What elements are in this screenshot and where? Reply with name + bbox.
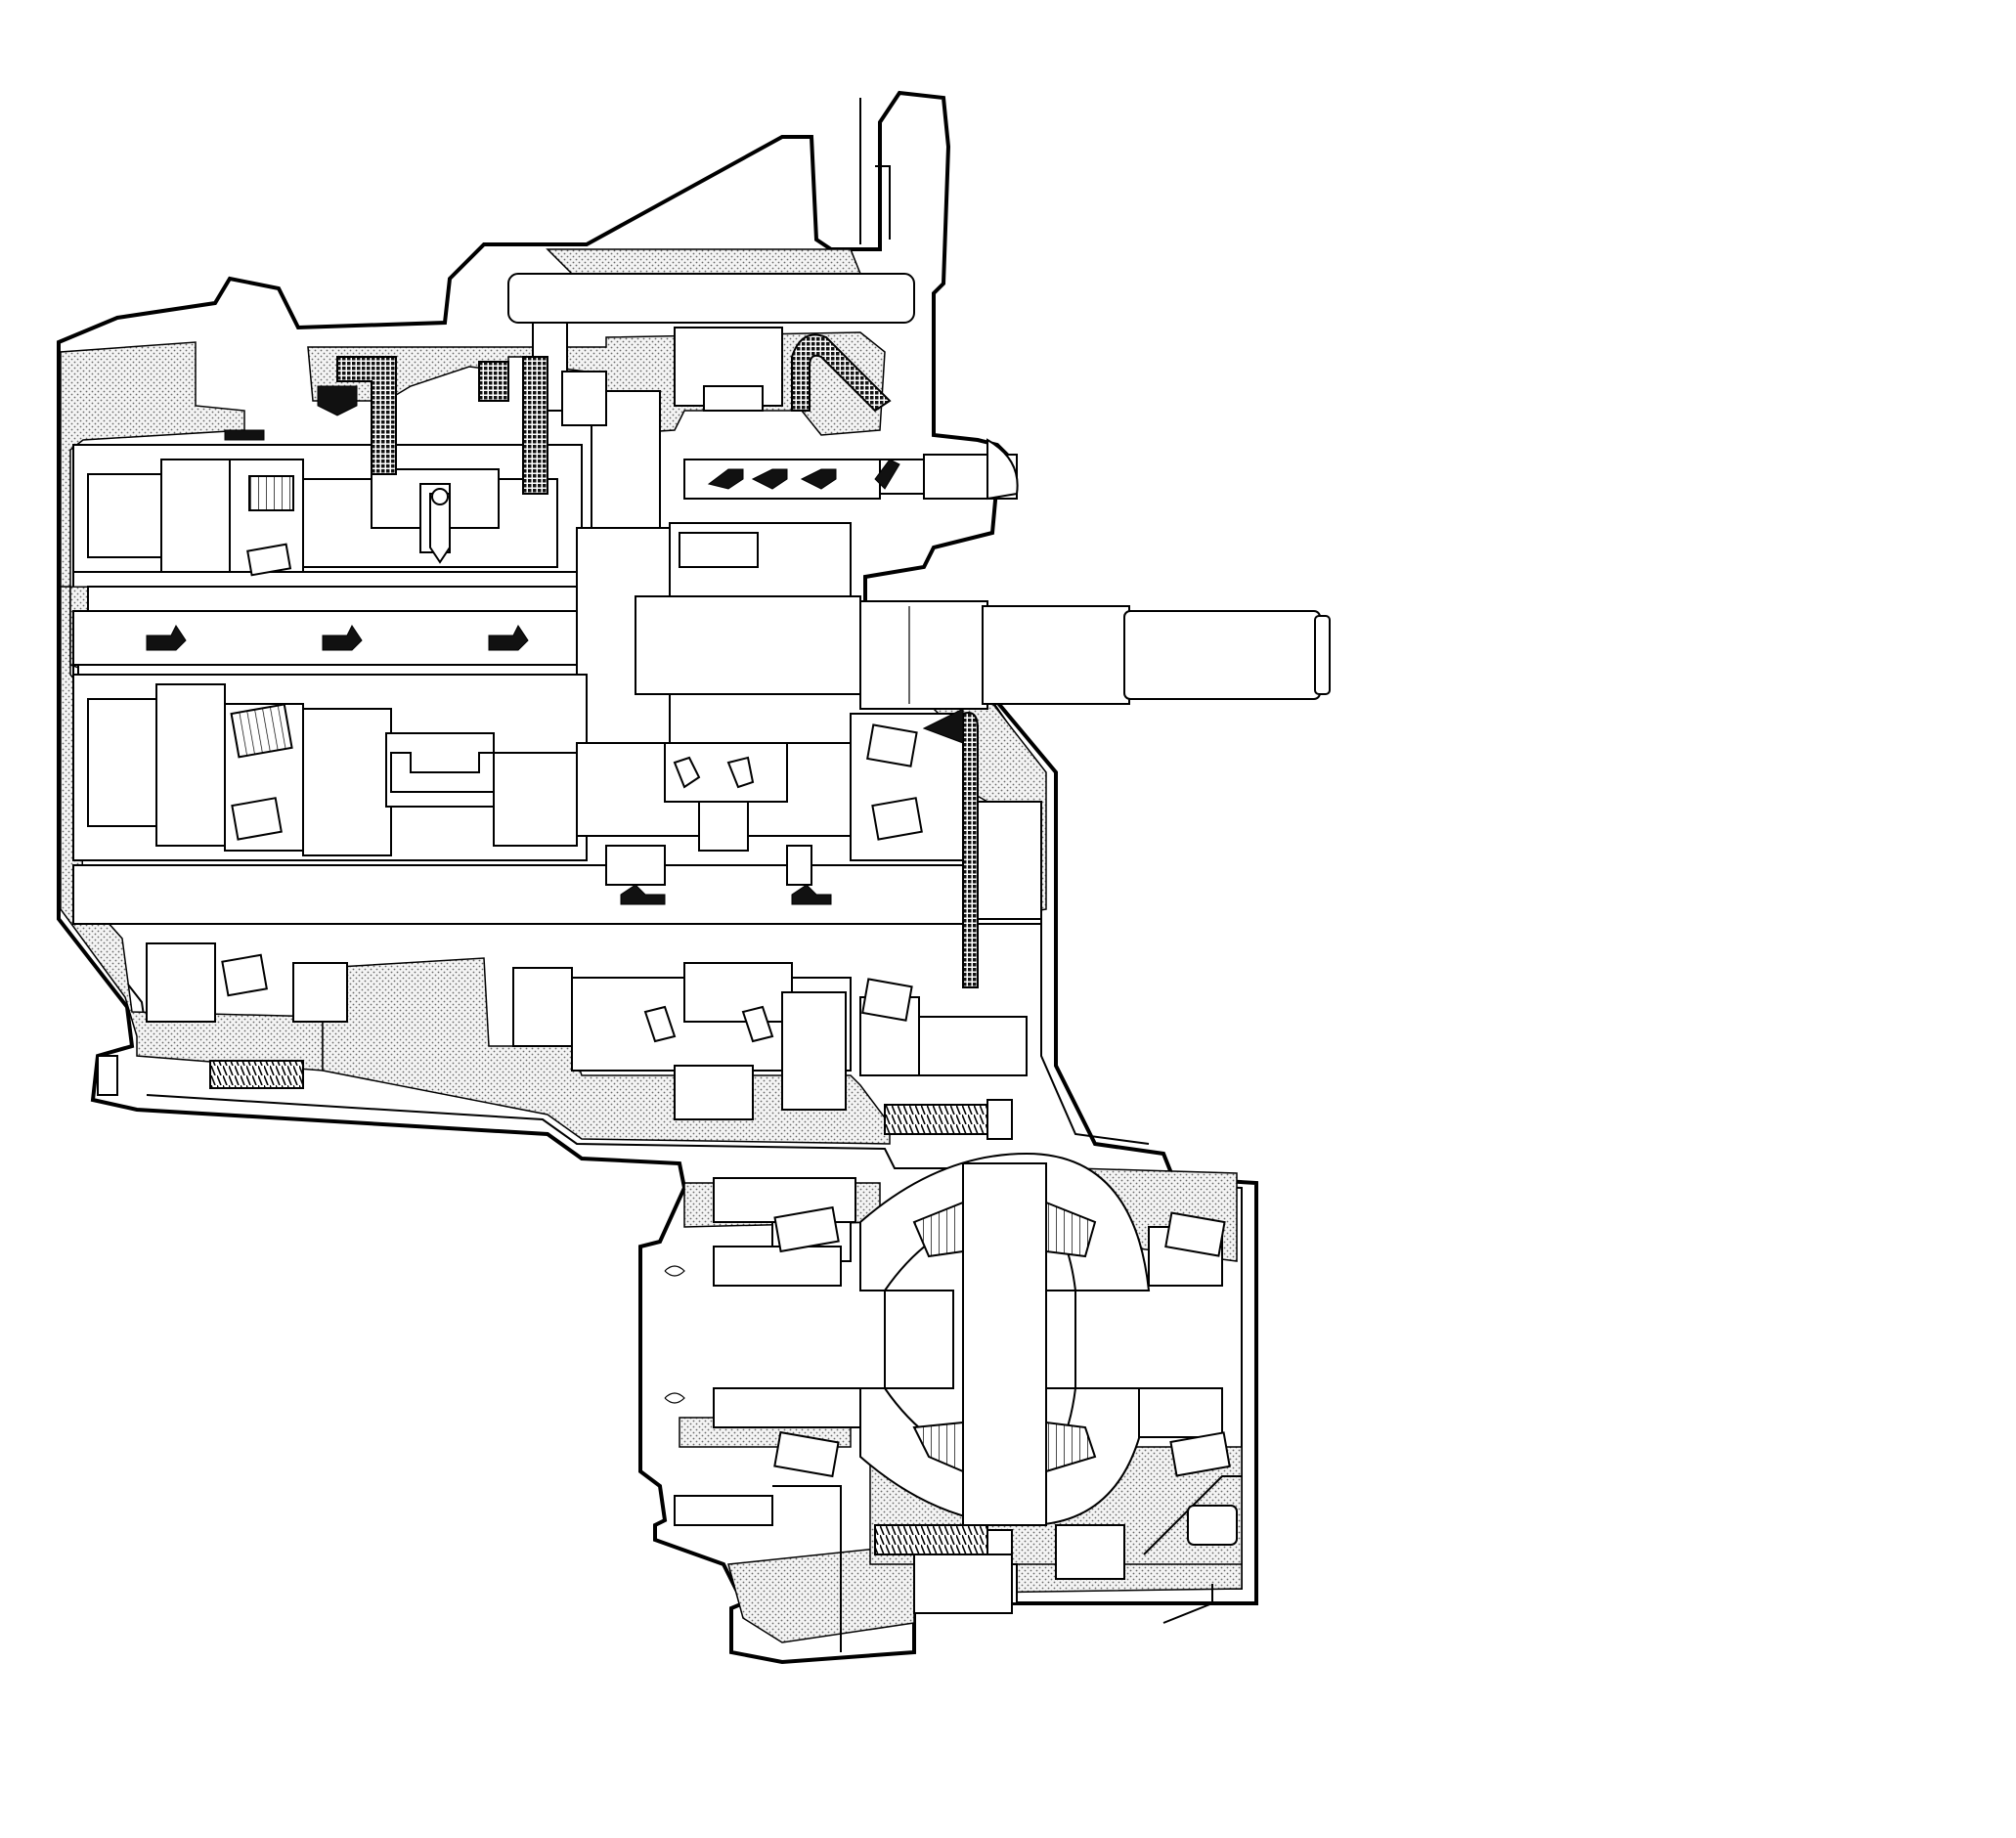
bearing-icon (773, 1205, 1231, 1478)
bearing-icon (221, 953, 913, 1022)
bearing-icon (230, 703, 923, 841)
oil-flow-arrow (922, 708, 979, 988)
bearing-icon (246, 475, 294, 577)
lower-gear-shaft (146, 942, 1028, 1120)
center-block (561, 371, 861, 822)
oil-flow-arrow (224, 429, 265, 441)
oil-flow-arrows (146, 333, 979, 988)
synchro-icon (390, 752, 755, 793)
lower-housing (772, 1475, 1242, 1652)
oil-flow-arrow (791, 333, 892, 413)
oil-flow-arrow (478, 356, 548, 495)
input-shaft (859, 600, 1331, 710)
oil-flow-arrow (146, 625, 529, 651)
oil-flow-arrow (707, 459, 900, 490)
main-shaft (72, 801, 1042, 925)
oil-flow-arrow (317, 356, 397, 475)
oil-flow-arrow (620, 884, 832, 905)
gear-icon (912, 1201, 1097, 1473)
clip-icon (664, 1265, 685, 1404)
